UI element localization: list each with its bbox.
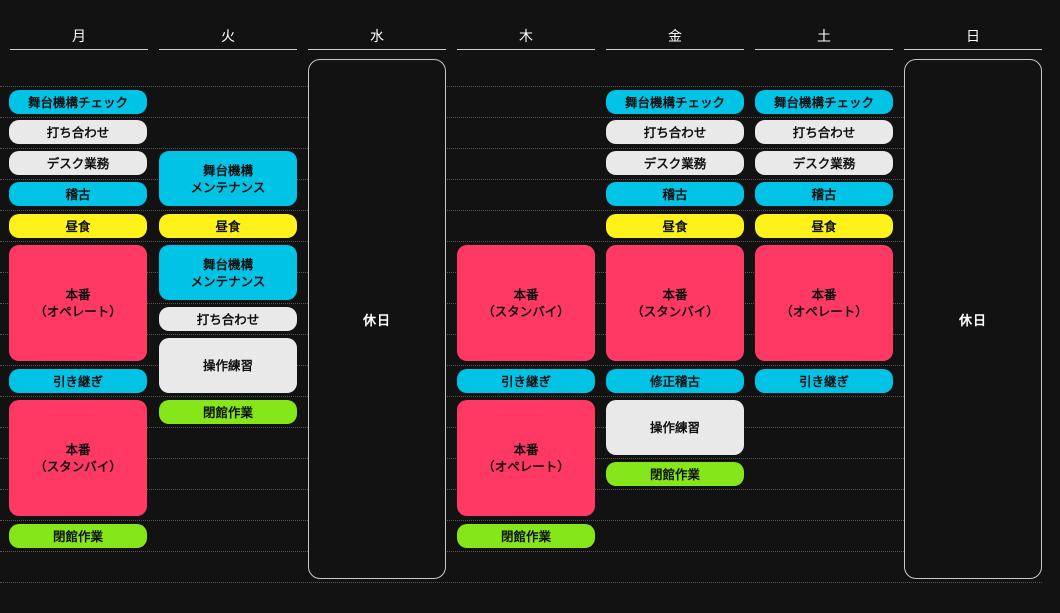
event-sat-handover[interactable]: 引き継ぎ [755, 369, 893, 393]
day-header-sat: 土 [755, 28, 893, 50]
event-tue-practice[interactable]: 操作練習 [159, 338, 297, 393]
holiday-sun[interactable]: 休日 [904, 59, 1042, 579]
grid-line [0, 582, 1042, 583]
event-tue-maintenance-1[interactable]: 舞台機構 メンテナンス [159, 151, 297, 206]
event-mon-show-operate[interactable]: 本番 （オペレート） [9, 245, 147, 361]
holiday-label: 休日 [362, 313, 391, 329]
event-fri-desk-work[interactable]: デスク業務 [606, 151, 744, 175]
event-sat-desk-work[interactable]: デスク業務 [755, 151, 893, 175]
event-fri-rehearsal[interactable]: 稽古 [606, 182, 744, 206]
event-mon-desk-work[interactable]: デスク業務 [9, 151, 147, 175]
grid-line [0, 396, 1042, 397]
holiday-label: 休日 [958, 313, 987, 329]
event-fri-fix-rehearsal[interactable]: 修正稽古 [606, 369, 744, 393]
event-thu-handover[interactable]: 引き継ぎ [457, 369, 595, 393]
event-tue-meeting[interactable]: 打ち合わせ [159, 307, 297, 331]
grid-line [0, 551, 1042, 552]
grid-line [0, 520, 1042, 521]
event-fri-stage-check[interactable]: 舞台機構チェック [606, 90, 744, 114]
event-fri-meeting[interactable]: 打ち合わせ [606, 120, 744, 144]
event-fri-show-standby[interactable]: 本番 （スタンバイ） [606, 245, 744, 361]
holiday-wed[interactable]: 休日 [308, 59, 446, 579]
day-header-mon: 月 [10, 28, 148, 50]
event-tue-lunch[interactable]: 昼食 [159, 214, 297, 238]
event-fri-practice[interactable]: 操作練習 [606, 400, 744, 455]
event-sat-lunch[interactable]: 昼食 [755, 214, 893, 238]
event-tue-closing[interactable]: 閉館作業 [159, 400, 297, 424]
event-tue-maintenance-2[interactable]: 舞台機構 メンテナンス [159, 245, 297, 300]
grid-line [0, 117, 1042, 118]
grid-line [0, 86, 1042, 87]
event-fri-lunch[interactable]: 昼食 [606, 214, 744, 238]
event-sat-meeting[interactable]: 打ち合わせ [755, 120, 893, 144]
event-mon-stage-check[interactable]: 舞台機構チェック [9, 90, 147, 114]
event-sat-stage-check[interactable]: 舞台機構チェック [755, 90, 893, 114]
day-header-sun: 日 [904, 28, 1042, 50]
event-mon-show-standby[interactable]: 本番 （スタンバイ） [9, 400, 147, 516]
event-thu-closing[interactable]: 閉館作業 [457, 524, 595, 548]
day-header-thu: 木 [457, 28, 595, 50]
grid-line [0, 148, 1042, 149]
grid-line [0, 241, 1042, 242]
event-sat-rehearsal[interactable]: 稽古 [755, 182, 893, 206]
grid-line [0, 210, 1042, 211]
event-mon-handover[interactable]: 引き継ぎ [9, 369, 147, 393]
grid-line [0, 365, 1042, 366]
event-sat-show-operate[interactable]: 本番 （オペレート） [755, 245, 893, 361]
event-thu-show-operate[interactable]: 本番 （オペレート） [457, 400, 595, 516]
event-mon-closing[interactable]: 閉館作業 [9, 524, 147, 548]
event-mon-lunch[interactable]: 昼食 [9, 214, 147, 238]
event-mon-meeting[interactable]: 打ち合わせ [9, 120, 147, 144]
grid-line [0, 179, 1042, 180]
event-fri-closing[interactable]: 閉館作業 [606, 462, 744, 486]
event-mon-rehearsal[interactable]: 稽古 [9, 182, 147, 206]
day-header-tue: 火 [159, 28, 297, 50]
day-header-wed: 水 [308, 28, 446, 50]
day-header-fri: 金 [606, 28, 744, 50]
event-thu-show-standby[interactable]: 本番 （スタンバイ） [457, 245, 595, 361]
